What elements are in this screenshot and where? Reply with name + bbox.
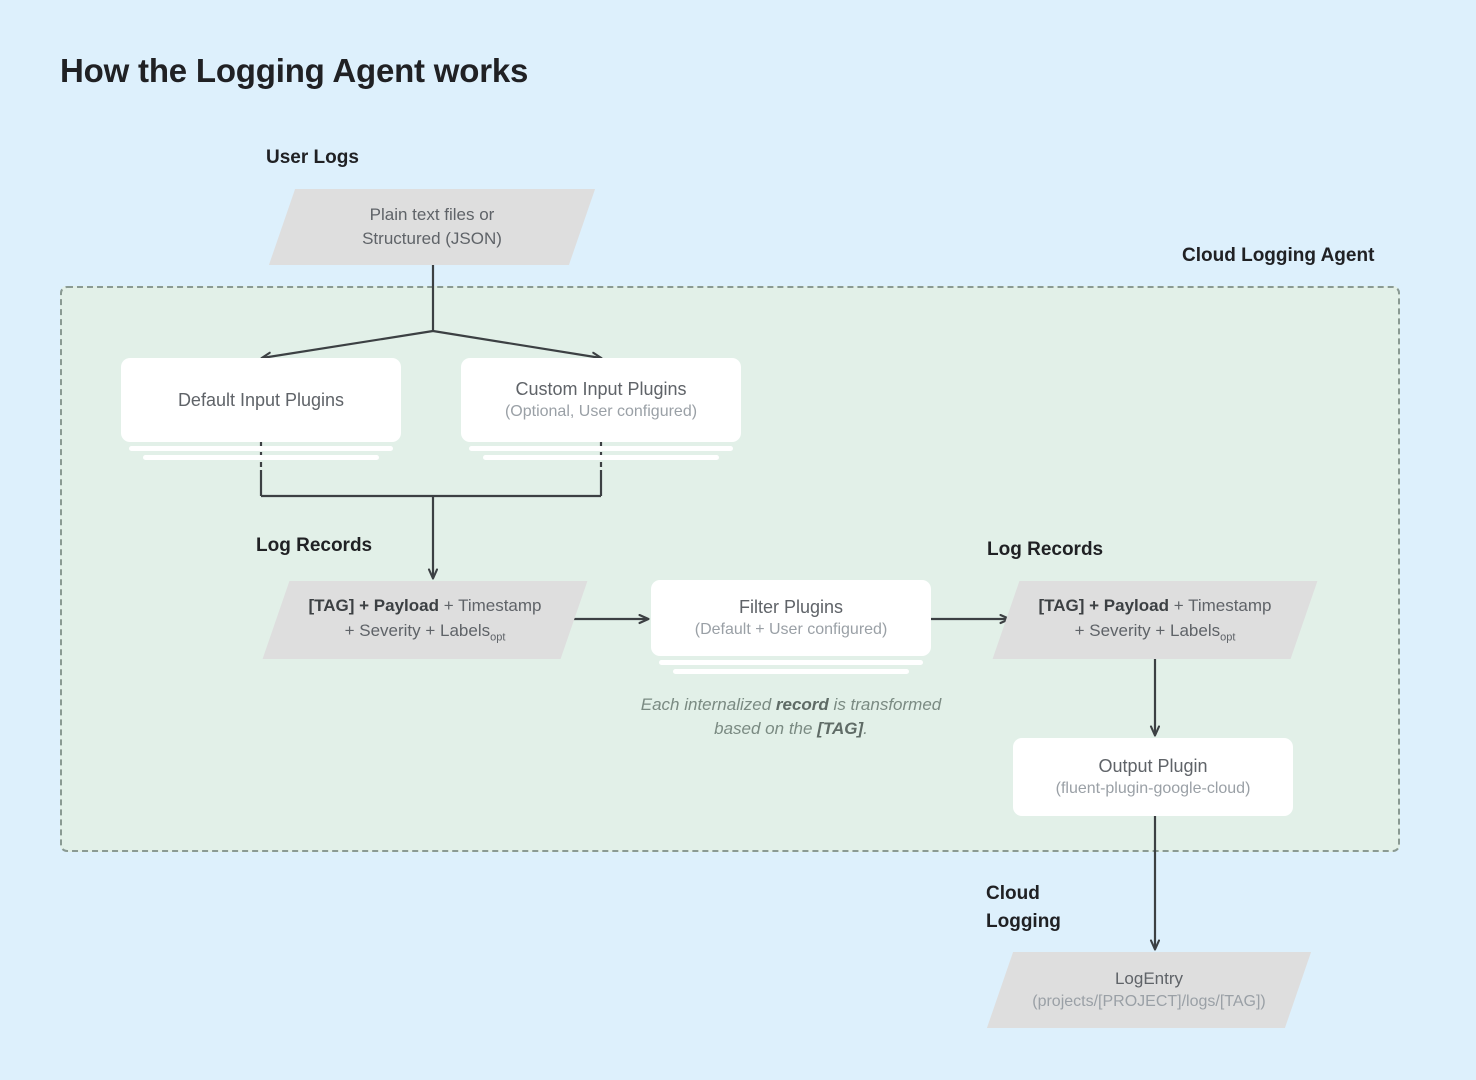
- filter-plugins-title: Filter Plugins: [738, 597, 844, 618]
- custom-input-plugins-title: Custom Input Plugins: [515, 379, 687, 400]
- log-entry-title: LogEntry: [1114, 968, 1184, 988]
- node-log-record-right: [TAG] + Payload + Timestamp + Severity +…: [992, 581, 1318, 659]
- user-logs-line1: Plain text files or: [369, 204, 495, 224]
- default-input-plugins-title: Default Input Plugins: [177, 389, 345, 410]
- label-user-logs: User Logs: [266, 147, 359, 168]
- label-log-records-left: Log Records: [256, 535, 373, 556]
- stack-shadow-2: [483, 455, 719, 460]
- node-filter-plugins[interactable]: Filter Plugins (Default + User configure…: [651, 580, 931, 674]
- node-output-plugin[interactable]: Output Plugin (fluent-plugin-google-clou…: [1013, 738, 1293, 816]
- node-default-input-plugins[interactable]: Default Input Plugins: [121, 358, 401, 460]
- stack-shadow-2: [673, 669, 909, 674]
- filter-plugins-sub: (Default + User configured): [694, 621, 888, 639]
- label-cloud-logging-agent: Cloud Logging Agent: [1182, 245, 1375, 266]
- log-record-right-line2: + Severity + Labelsopt: [1074, 620, 1236, 643]
- log-record-left-line2: + Severity + Labelsopt: [344, 620, 506, 643]
- custom-input-plugins-sub: (Optional, User configured): [504, 403, 698, 421]
- label-cloud-logging: Cloud Logging: [986, 883, 1061, 932]
- output-plugin-title: Output Plugin: [1098, 756, 1208, 777]
- filter-transform-note: Each internalized record is transformed …: [640, 695, 942, 738]
- label-log-records-right: Log Records: [987, 539, 1104, 560]
- user-logs-line2: Structured (JSON): [362, 229, 502, 248]
- log-entry-sub: (projects/[PROJECT]/logs/[TAG]): [1032, 992, 1266, 1010]
- output-plugin-sub: (fluent-plugin-google-cloud): [1055, 780, 1251, 798]
- stack-shadow-1: [659, 660, 923, 665]
- stack-shadow-1: [129, 446, 393, 451]
- node-log-entry: LogEntry (projects/[PROJECT]/logs/[TAG]): [986, 952, 1312, 1028]
- node-custom-input-plugins[interactable]: Custom Input Plugins (Optional, User con…: [461, 358, 741, 460]
- node-user-logs-source: Plain text files or Structured (JSON): [268, 189, 596, 265]
- page-title: How the Logging Agent works: [60, 52, 529, 89]
- log-record-right-line1: [TAG] + Payload + Timestamp: [1038, 596, 1272, 616]
- stack-shadow-1: [469, 446, 733, 451]
- log-record-left-line1: [TAG] + Payload + Timestamp: [308, 596, 542, 616]
- node-log-record-left: [TAG] + Payload + Timestamp + Severity +…: [262, 581, 588, 659]
- stack-shadow-2: [143, 455, 379, 460]
